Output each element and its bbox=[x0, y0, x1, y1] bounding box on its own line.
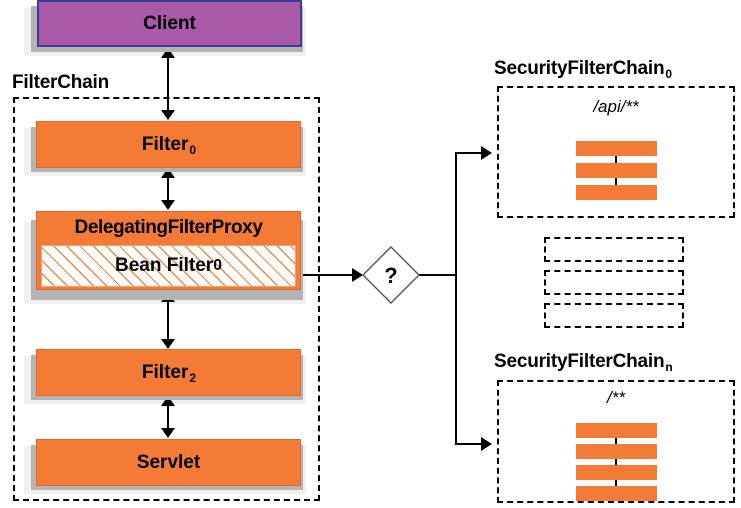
servlet-box[interactable]: Servlet bbox=[36, 439, 301, 486]
client-box[interactable]: Client bbox=[37, 0, 302, 47]
chain0-filter-bar[interactable] bbox=[576, 141, 657, 156]
arrow-into-chain0 bbox=[481, 146, 492, 160]
securityfilterchainN-path: /** bbox=[607, 388, 625, 407]
chainN-filter-bar[interactable] bbox=[576, 486, 657, 501]
filterchain-group-border bbox=[13, 97, 320, 501]
arrow-filter0-up bbox=[161, 168, 175, 178]
arrow-filter0-down bbox=[161, 110, 175, 120]
filter0-subscript: 0 bbox=[189, 142, 197, 157]
servlet-label: Servlet bbox=[136, 451, 201, 473]
arrow-filter2-up bbox=[161, 396, 175, 406]
chain0-filter-bar[interactable] bbox=[576, 185, 657, 200]
securityfilterchain0-label: SecurityFilterChain0 bbox=[494, 58, 672, 81]
line-branch-to-chain0 bbox=[455, 152, 485, 154]
filter0-label: Filter bbox=[141, 133, 189, 155]
arrow-dfp-down bbox=[161, 200, 175, 210]
securityfilterchain0-border bbox=[497, 86, 735, 218]
arrow-client-up bbox=[161, 48, 175, 58]
chainN-filter-bar[interactable] bbox=[576, 444, 657, 459]
client-label: Client bbox=[143, 12, 196, 34]
placeholder-row bbox=[544, 237, 684, 262]
svg-text:?: ? bbox=[384, 263, 397, 288]
filter2-label: Filter bbox=[141, 361, 189, 383]
securityfilterchainN-label: SecurityFilterChainn bbox=[494, 351, 673, 374]
chain0-filter-bar[interactable] bbox=[576, 163, 657, 178]
chainN-filter-bar[interactable] bbox=[576, 465, 657, 480]
arrow-servlet-down bbox=[161, 428, 175, 438]
placeholder-row bbox=[544, 270, 684, 295]
dfp-title: DelegatingFilterProxy bbox=[74, 216, 263, 238]
line-beanfilter-decision bbox=[301, 274, 355, 276]
bean-filter-label: Bean Filter bbox=[114, 255, 214, 276]
line-client-filter0 bbox=[167, 57, 169, 112]
filterchain-group-label: FilterChain bbox=[12, 72, 110, 93]
line-decision-branch bbox=[419, 274, 457, 276]
line-filter2-servlet bbox=[167, 405, 169, 433]
chainN-filter-bar[interactable] bbox=[576, 423, 657, 438]
decision-diamond[interactable]: ? bbox=[362, 246, 420, 304]
line-filter0-dfp bbox=[167, 177, 169, 205]
arrow-into-chainN bbox=[481, 437, 492, 451]
line-dfp-filter2 bbox=[167, 301, 169, 343]
securityfilterchainN-border bbox=[497, 380, 735, 503]
arrow-filter2-down bbox=[161, 339, 175, 349]
filter2-subscript: 2 bbox=[189, 370, 197, 385]
securityfilterchain0-path: /api/** bbox=[593, 97, 639, 116]
arrow-into-decision bbox=[352, 268, 363, 282]
bean-filter-subscript: 0 bbox=[213, 257, 222, 274]
line-branch-to-chainN bbox=[455, 443, 485, 445]
branch-trunk-vline bbox=[455, 152, 457, 445]
placeholder-row bbox=[544, 303, 684, 328]
